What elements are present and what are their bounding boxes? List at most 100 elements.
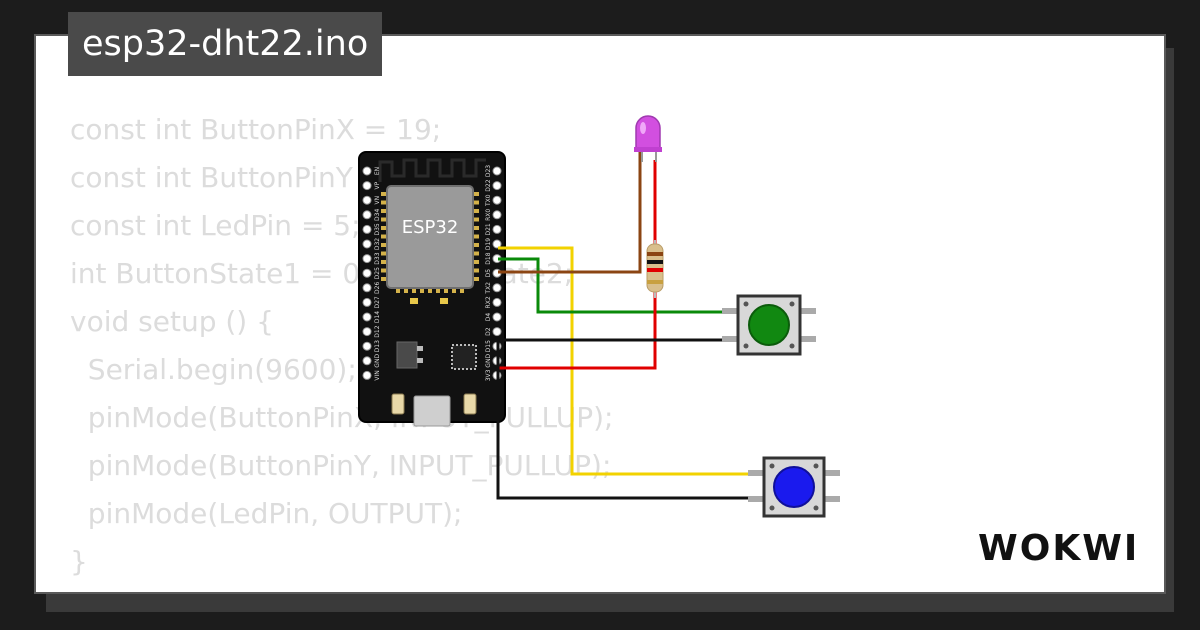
pin-label: TX0 — [485, 194, 492, 207]
pin-label: VIN — [374, 370, 381, 380]
wire-black-blue-btn — [496, 340, 752, 500]
pin-label: RX2 — [485, 296, 492, 308]
pin-label: VP — [374, 181, 381, 189]
led-body — [635, 115, 661, 151]
button-leg — [748, 470, 766, 476]
module-pad — [381, 192, 388, 196]
pin-label: VN — [374, 196, 381, 205]
en-button[interactable] — [463, 393, 477, 415]
pin-label: D2 — [485, 327, 492, 336]
band-4 — [647, 280, 663, 284]
module-pad — [444, 286, 448, 293]
module-pad — [472, 268, 479, 273]
module-pad — [472, 209, 479, 213]
pin-hole — [492, 239, 502, 249]
wire-yellow — [498, 246, 752, 476]
module-pad — [381, 268, 388, 273]
pin-hole — [492, 327, 502, 337]
pin-hole — [362, 195, 372, 205]
pushbutton-green[interactable] — [722, 294, 816, 356]
usb-uart-chip — [451, 344, 477, 370]
pin-label: D4 — [485, 313, 492, 322]
pin-hole — [492, 181, 502, 191]
module-pad — [428, 286, 432, 293]
button-leg — [822, 470, 840, 476]
pin-label: D12 — [374, 325, 381, 337]
pin-hole — [362, 297, 372, 307]
smd-component — [440, 298, 448, 304]
boot-button[interactable] — [391, 393, 405, 415]
code-line: } — [70, 545, 88, 578]
module-pad — [472, 251, 479, 256]
code-line: const int ButtonPinX = 19; — [70, 113, 442, 146]
pin-label: D33 — [374, 252, 381, 264]
pin-hole — [362, 210, 372, 220]
pin-label: D15 — [485, 340, 492, 352]
pin-hole — [492, 224, 502, 234]
pin-hole — [362, 254, 372, 264]
wokwi-logo: WOKWI — [978, 528, 1140, 569]
module-pad — [381, 226, 388, 230]
pin-label: D32 — [374, 238, 381, 250]
module-pad — [472, 234, 479, 239]
esp32-module — [386, 185, 474, 289]
button-leg — [822, 496, 840, 502]
pin-label: D23 — [485, 165, 492, 177]
pin-hole — [492, 210, 502, 220]
wire-brown — [498, 150, 642, 274]
pin-hole — [362, 341, 372, 351]
button-cap — [748, 304, 790, 346]
button-leg — [748, 496, 766, 502]
pin-label: D18 — [485, 252, 492, 264]
led-rim — [634, 147, 662, 152]
pin-hole — [362, 166, 372, 176]
pin-label: D21 — [485, 223, 492, 235]
antenna-trace — [378, 158, 486, 182]
pin-label: D25 — [374, 267, 381, 279]
pin-label: D34 — [374, 208, 381, 220]
pin-hole — [362, 356, 372, 366]
pushbutton-blue[interactable] — [748, 456, 840, 518]
pin-label: D13 — [374, 340, 381, 352]
module-pad — [472, 192, 479, 196]
button-leg — [722, 336, 740, 342]
pin-label: D5 — [485, 269, 492, 278]
pin-labels: ENVPVND34D35D32D33D25D26D27D14D12D13GNDV… — [374, 165, 492, 382]
left-pin-header — [362, 166, 372, 380]
button-leg — [798, 336, 816, 342]
module-pad — [472, 243, 479, 247]
module-pad — [472, 226, 479, 230]
right-pin-header — [492, 166, 502, 380]
module-pad — [472, 260, 479, 264]
pin-label: D26 — [374, 281, 381, 293]
pin-hole — [492, 195, 502, 205]
module-pad — [381, 200, 388, 205]
pin-hole — [362, 370, 372, 380]
esp32-board[interactable]: ESP32 ENVPVND34D35D32D33D25D26D27D14D12D… — [358, 151, 506, 427]
pin-hole — [362, 327, 372, 337]
module-pad — [460, 286, 464, 293]
pin-hole — [362, 224, 372, 234]
resistor[interactable] — [646, 240, 664, 298]
code-line: const int LedPin = 5; — [70, 209, 361, 242]
pin-hole — [362, 181, 372, 191]
pin-label: D27 — [374, 296, 381, 308]
pin-label: EN — [374, 167, 381, 175]
module-pads — [381, 192, 479, 293]
code-line: pinMode(LedPin, OUTPUT); — [70, 497, 463, 530]
module-pad — [381, 277, 388, 281]
module-pad — [381, 260, 388, 264]
band-3 — [647, 268, 663, 272]
pin-hole — [362, 312, 372, 322]
wire-red — [498, 290, 657, 370]
code-line: void setup () { — [70, 305, 274, 338]
pin-hole — [362, 283, 372, 293]
led-purple[interactable] — [634, 115, 662, 162]
module-pad — [436, 286, 440, 293]
voltage-regulator — [396, 341, 418, 369]
module-pad — [472, 217, 479, 222]
wire-green — [498, 257, 740, 314]
pin-hole — [492, 166, 502, 176]
code-line: pinMode(ButtonPinY, INPUT_PULLUP); — [70, 449, 612, 482]
